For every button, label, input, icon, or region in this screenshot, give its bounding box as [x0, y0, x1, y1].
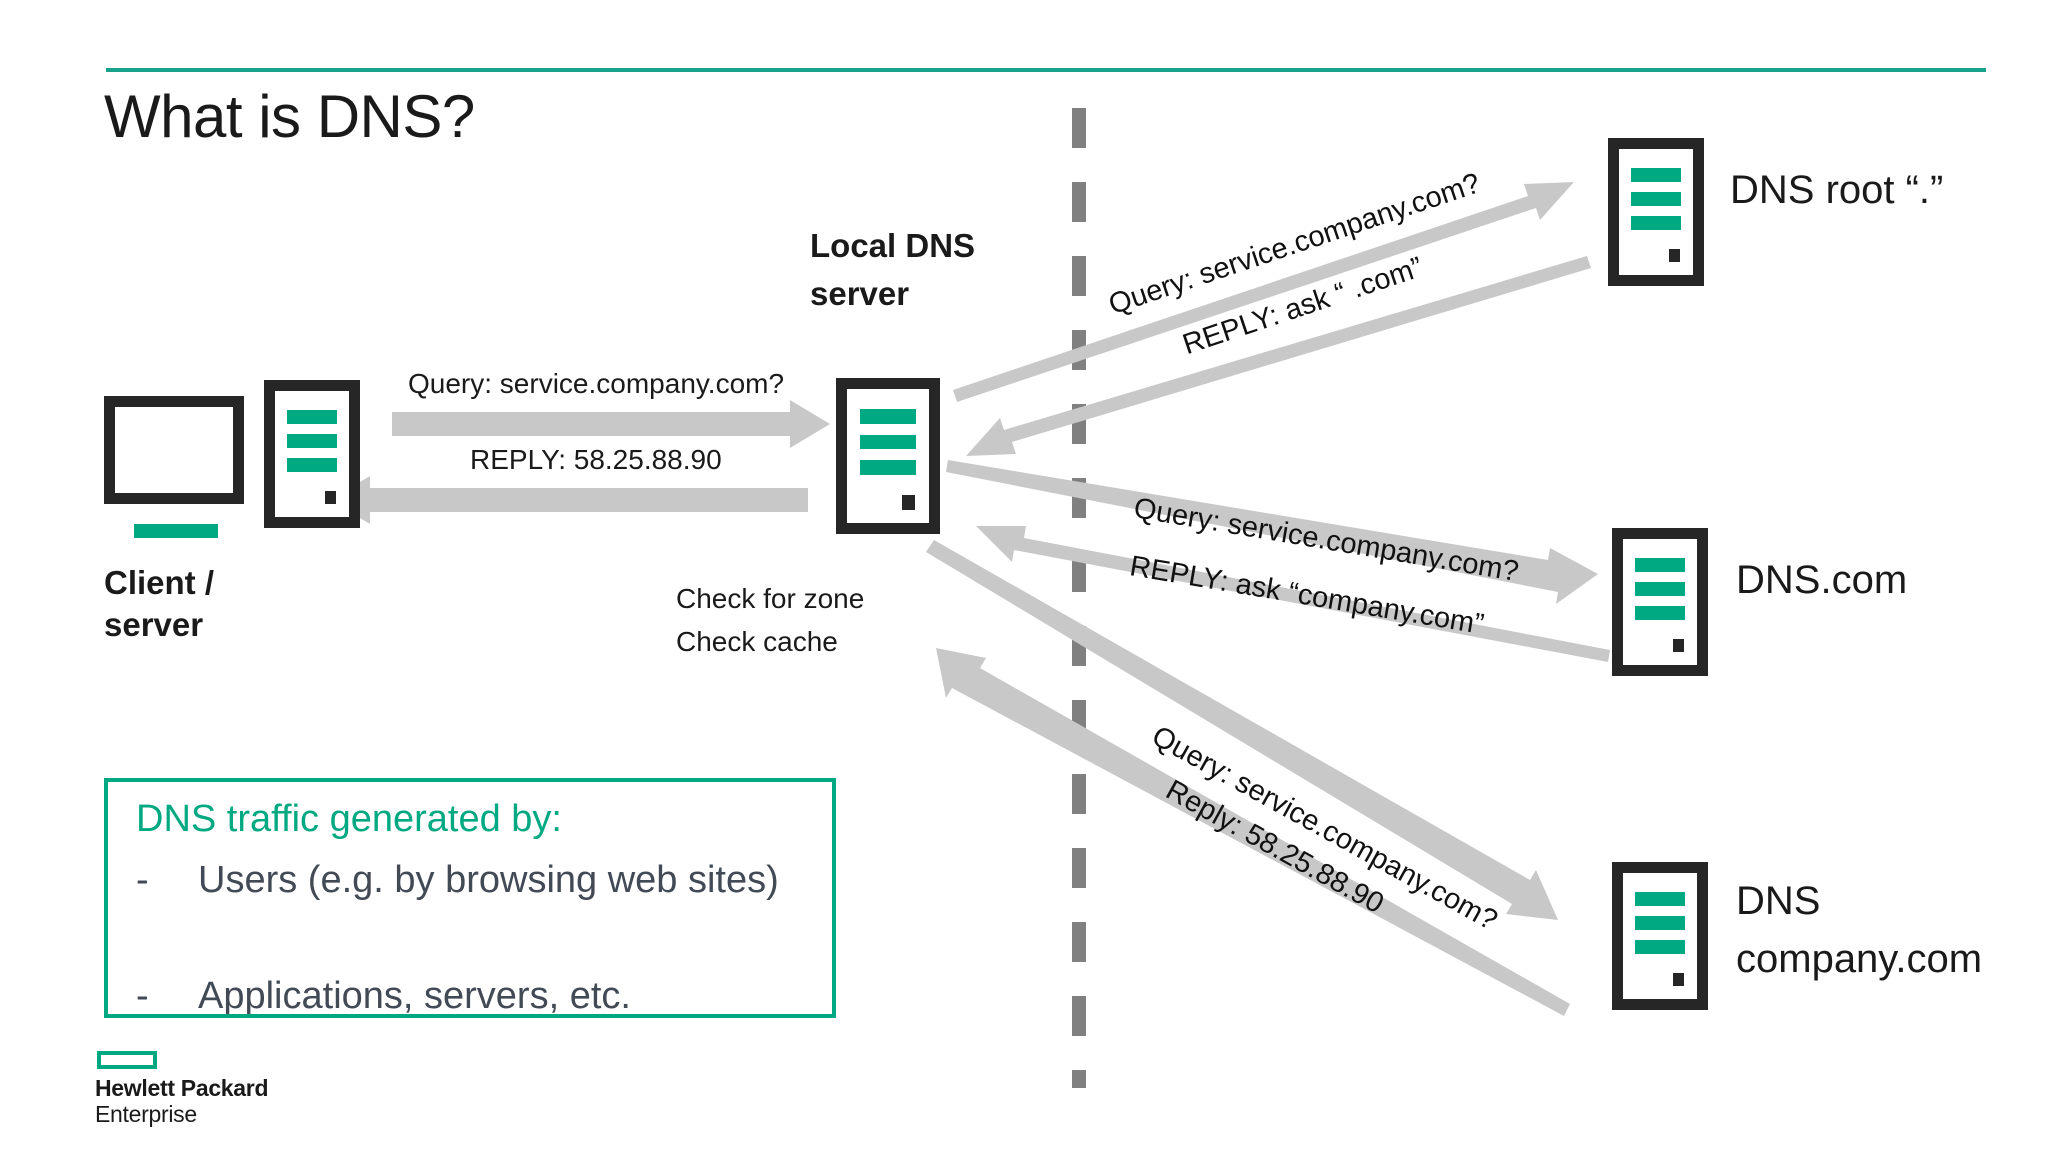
server-bar-2 — [286, 433, 338, 448]
server-bar-1 — [1630, 167, 1682, 182]
local-dns-server-icon — [836, 378, 940, 534]
dns-com-label: DNS.com — [1736, 558, 1908, 602]
server-led — [1672, 638, 1685, 653]
server-bar-3 — [1630, 215, 1682, 230]
dns-company-server-icon — [1612, 862, 1708, 1010]
server-bar-1 — [860, 409, 916, 424]
server-led — [1668, 248, 1681, 263]
server-bar-2 — [860, 434, 916, 450]
server-bar-3 — [1634, 605, 1686, 620]
hpe-logo-line-1: Hewlett Packard — [95, 1075, 269, 1101]
hpe-logo-mark-icon — [97, 1051, 157, 1069]
server-bar-1 — [286, 409, 338, 424]
info-box-item-1-text: Users (e.g. by browsing web sites) — [198, 859, 779, 901]
page-title: What is DNS? — [104, 83, 475, 150]
server-led — [324, 490, 337, 505]
bullet-dash: - — [136, 975, 149, 1017]
info-box-item-2-text: Applications, servers, etc. — [198, 975, 631, 1017]
server-bar-3 — [286, 457, 338, 472]
server-bar-1 — [1634, 557, 1686, 572]
info-box-heading: DNS traffic generated by: — [136, 798, 562, 840]
monitor-stand-icon — [134, 524, 218, 538]
bullet-dash: - — [136, 859, 149, 901]
server-bar-3 — [860, 460, 916, 475]
dns-root-server-icon — [1608, 138, 1704, 286]
server-bar-2 — [1634, 581, 1686, 596]
server-bar-1 — [1634, 891, 1686, 906]
arrow-client-to-localdns — [392, 400, 830, 448]
client-server-label: Client /server — [104, 564, 215, 644]
network-boundary-dashed-line — [1072, 108, 1086, 1088]
monitor-icon — [104, 396, 244, 504]
info-box-item-1: - Users (e.g. by browsing web sites) — [136, 859, 798, 902]
server-led — [1672, 972, 1685, 987]
server-bar-3 — [1634, 939, 1686, 954]
local-reply-label: REPLY: 58.25.88.90 — [470, 444, 722, 475]
server-bar-2 — [1634, 915, 1686, 930]
dns-com-server-icon — [1612, 528, 1708, 676]
dns-traffic-info-box: DNS traffic generated by: - Users (e.g. … — [104, 778, 836, 1018]
info-box-item-2: - Applications, servers, etc. — [136, 975, 798, 1017]
title-divider-rule — [106, 68, 1986, 72]
server-led — [901, 494, 916, 510]
company-query-label: Query: service.company.com? — [1146, 720, 1503, 937]
server-bar-2 — [1630, 191, 1682, 206]
dns-root-label: DNS root “.” — [1730, 168, 1944, 212]
arrow-localdns-to-client — [330, 476, 808, 524]
local-query-label: Query: service.company.com? — [408, 368, 785, 399]
client-server-icon — [264, 380, 360, 528]
hpe-logo-line-2: Enterprise — [95, 1101, 197, 1127]
